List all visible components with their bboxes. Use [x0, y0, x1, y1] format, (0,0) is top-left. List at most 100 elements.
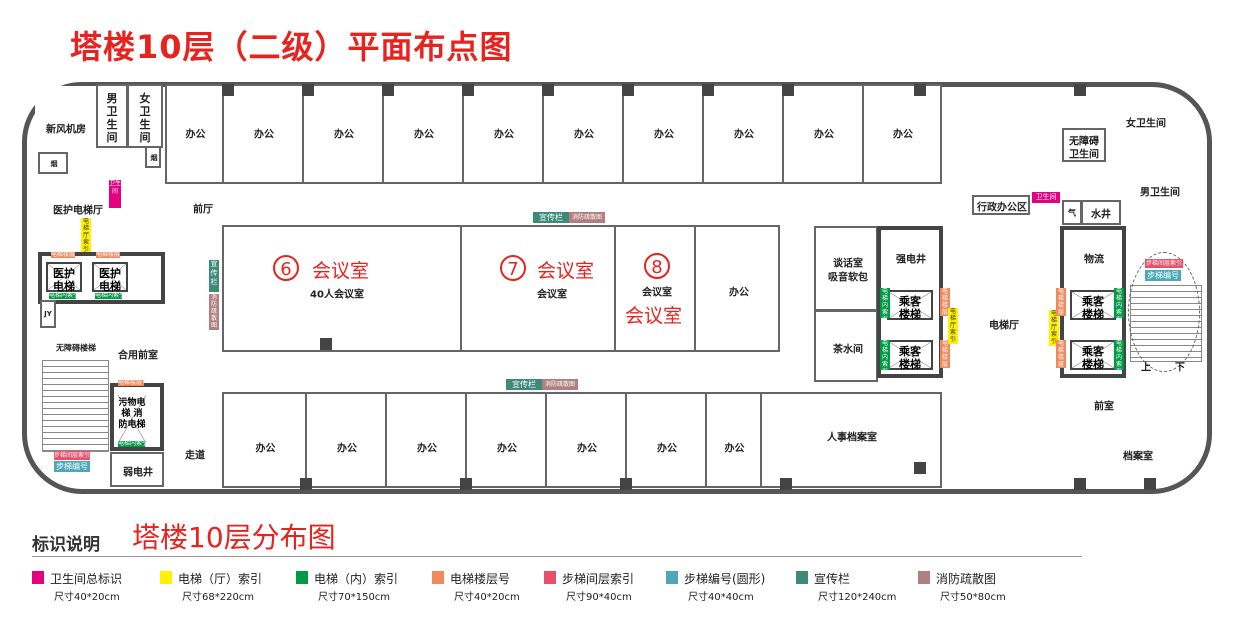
elevator-floor-sign: 电梯楼层号 [940, 288, 950, 316]
room-label: 办公 [337, 443, 357, 455]
room-label: 谈话室 [833, 258, 863, 270]
legend-swatch [544, 571, 556, 584]
structural-column [320, 338, 332, 350]
legend-swatch [160, 571, 172, 584]
legend-name: 宣传栏 [814, 572, 851, 586]
room-label: 办公 [334, 129, 354, 141]
elevator-floor-sign: 电梯楼层号 [96, 252, 120, 258]
structural-column [300, 478, 312, 490]
office-room: 办公 [222, 392, 307, 488]
bulletin-board-sign: 宣传栏 [209, 260, 219, 292]
elevator-floor-sign: 电梯楼层号 [51, 252, 75, 258]
structural-column [542, 84, 554, 96]
room-label: 女卫生间 [139, 92, 151, 144]
room-label: 气 [1068, 208, 1076, 218]
stair-up-label: 上 [1141, 362, 1151, 374]
office-room: 办公 [705, 392, 762, 488]
accessible-staircase [42, 360, 109, 452]
structural-column [1074, 478, 1086, 490]
room-label: 茶水间 [833, 344, 863, 356]
office-room: 办公 [542, 84, 624, 184]
room-label: 会议室 [537, 289, 567, 301]
room-label: 烟 [150, 154, 158, 162]
legend-size: 尺寸40*40cm [688, 592, 754, 603]
accessible-stair-label: 无障碍楼梯 [56, 343, 96, 353]
fire-elevator: 污物电梯 消防电梯 [110, 383, 164, 451]
evacuation-map-sign: 消防疏散图 [209, 294, 219, 330]
legend-size: 尺寸40*20cm [54, 592, 120, 603]
smoke-shaft: 烟 [145, 146, 161, 168]
room-label: 行政办公区 [977, 202, 1027, 214]
medical-elevator-1: 医护电梯 [46, 262, 82, 293]
structural-column [622, 84, 634, 96]
room-label: 物流 [1084, 254, 1104, 266]
elevator-inner-sign: 电梯内索引 [1114, 288, 1124, 318]
evacuation-map-sign: 消防疏散图 [569, 212, 605, 223]
smoke-shaft: 烟 [38, 152, 68, 174]
passenger-elevator: 乘客楼梯 [1070, 340, 1116, 371]
elevator-floor-sign: 电梯楼层号 [1056, 288, 1066, 316]
corridor-label: 走道 [185, 450, 205, 462]
stair-down-label: 下 [1175, 362, 1185, 374]
structural-column [462, 84, 474, 96]
legend-size: 尺寸68*220cm [182, 592, 255, 603]
restroom-sign: 卫生间 [109, 180, 121, 208]
elevator-floor-sign: 电梯楼层号 [940, 340, 950, 368]
legend-name: 步梯间层索引 [562, 572, 635, 586]
elevator-label: 楼梯 [1082, 358, 1104, 371]
elevator-floor-sign: 电梯楼层号 [1056, 340, 1066, 368]
medical-elevator-hall-label: 医护电梯厅 [53, 205, 103, 217]
medical-elevator-2: 医护电梯 [92, 262, 128, 293]
elevator-label: 医护电梯 [53, 267, 75, 293]
elevator-inner-sign: 电梯内索引 [49, 293, 76, 299]
elevator-floor-sign: 电梯楼层号 [118, 380, 144, 386]
male-restroom: 男卫生间 [96, 84, 128, 148]
room-name-red: 会议室 [312, 260, 370, 282]
office-room: 办公 [782, 84, 864, 184]
legend-size: 尺寸70*150cm [318, 592, 391, 603]
room-label: 弱电井 [123, 467, 153, 479]
office-room: 办公 [302, 84, 384, 184]
room-label: 办公 [185, 129, 206, 141]
elevator-hall-index-sign: 电梯厅索引 [81, 218, 91, 252]
bulletin-board-sign: 宣传栏 [533, 212, 569, 223]
bulletin-board-sign: 宣传栏 [506, 379, 542, 390]
legend-subtitle: 塔楼10层分布图 [132, 521, 336, 554]
office-room: 办公 [305, 392, 387, 488]
legend-name: 消防疏散图 [936, 572, 997, 586]
room-label: 卫生间 [1069, 149, 1099, 161]
female-restroom-right-label: 女卫生间 [1126, 118, 1166, 130]
structural-column [914, 462, 926, 474]
office-room: 办公 [222, 84, 304, 184]
room-label: 办公 [497, 443, 517, 455]
elevator-label: 楼梯 [899, 308, 921, 321]
stair-number-sign: 步梯编号 [1145, 270, 1181, 281]
elevator-inner-sign: 电梯内索引 [118, 441, 145, 447]
room-label: 办公 [414, 129, 434, 141]
structural-column [302, 84, 314, 96]
room-label: 办公 [657, 443, 677, 455]
legend-name: 卫生间总标识 [50, 572, 123, 586]
office-room: 办公 [625, 392, 707, 488]
room-number-badge: 6 [273, 255, 299, 281]
legend-name: 电梯楼层号 [450, 572, 511, 586]
room-label: 办公 [729, 287, 749, 299]
room-label: 办公 [734, 129, 754, 141]
office-room: 办公 [165, 84, 224, 184]
office-room: 办公 [462, 84, 544, 184]
elevator-hall-label: 电梯厅 [989, 320, 1019, 332]
legend-title: 标识说明 [32, 535, 100, 555]
dirty-fire-elevator: 污物电梯 消防电梯 [118, 395, 146, 443]
passenger-elevator: 乘客楼梯 [887, 290, 933, 321]
office-room: 办公 [622, 84, 704, 184]
office-room: 办公 [862, 84, 942, 184]
shared-anteroom-label: 合用前室 [118, 350, 158, 362]
legend-swatch [666, 571, 678, 584]
structural-column [1074, 84, 1086, 96]
elevator-inner-sign: 电梯内索引 [1114, 340, 1124, 370]
legend-size: 尺寸90*40cm [566, 592, 632, 603]
room-label: 办公 [814, 129, 834, 141]
legend-swatch [918, 571, 930, 584]
room-label: JY [44, 310, 52, 318]
room-label: 档案室 [1123, 451, 1153, 463]
